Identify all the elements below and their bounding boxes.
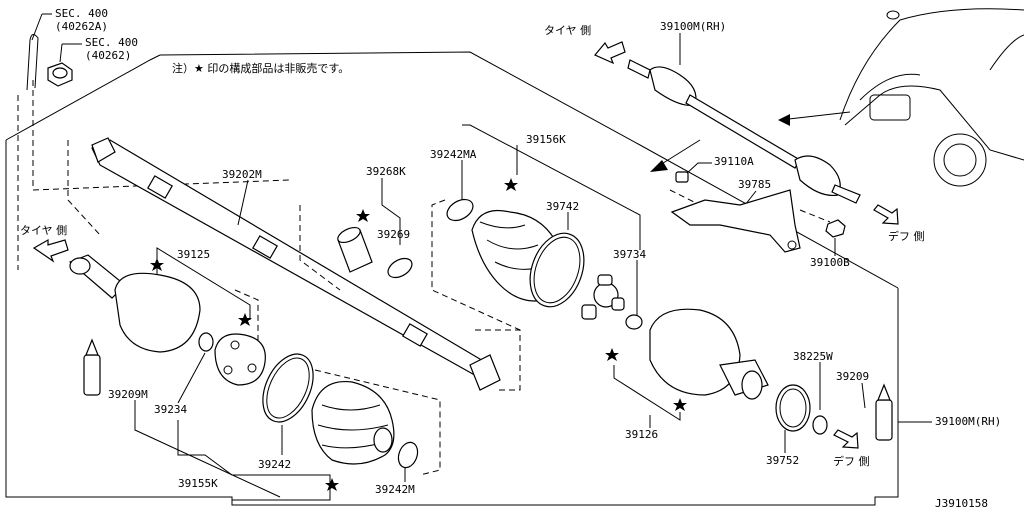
label-39234: 39234 bbox=[154, 403, 187, 416]
label-39242: 39242 bbox=[258, 458, 291, 471]
tire-direction-arrow-left bbox=[32, 238, 69, 263]
diff-side-label-bottom: デフ 側 bbox=[833, 454, 870, 468]
label-39156k: 39156K bbox=[526, 133, 566, 146]
label-39209-right: 39209 bbox=[836, 370, 869, 383]
sec-40262-line2: (40262) bbox=[85, 49, 131, 62]
snap-ring-38225w bbox=[812, 415, 828, 435]
label-39242ma: 39242MA bbox=[430, 148, 477, 161]
sec-40262-line1: SEC. 400 bbox=[85, 36, 138, 49]
label-39785: 39785 bbox=[738, 178, 771, 191]
damper-39268k bbox=[337, 226, 373, 273]
non-sale-star bbox=[238, 313, 252, 326]
label-39269: 39269 bbox=[377, 228, 410, 241]
nut-39100b bbox=[825, 219, 846, 238]
outer-joint bbox=[68, 254, 201, 353]
non-sale-star bbox=[673, 398, 687, 411]
label-39242m: 39242M bbox=[375, 483, 415, 496]
label-39268k: 39268K bbox=[366, 165, 406, 178]
frame-top-left bbox=[5, 54, 161, 141]
diff-direction-arrow-bottom bbox=[833, 429, 859, 449]
band-39242m bbox=[397, 441, 419, 469]
cotter-pin bbox=[26, 34, 39, 91]
complete-axle bbox=[627, 59, 861, 204]
inner-joint-housing bbox=[649, 308, 769, 400]
sec-40262a-line2: (40262A) bbox=[55, 20, 108, 33]
band-39742 bbox=[529, 232, 585, 308]
intermediate-shaft bbox=[91, 137, 501, 391]
label-39202m: 39202M bbox=[222, 168, 262, 181]
label-39742: 39742 bbox=[546, 200, 579, 213]
diff-side-label-right: デフ 側 bbox=[888, 229, 925, 243]
label-39100m-rh-bottom: 39100M(RH) bbox=[935, 415, 1001, 428]
bolt-39110a bbox=[669, 171, 701, 206]
non-sale-star bbox=[325, 478, 339, 491]
diff-direction-arrow-top-left bbox=[650, 139, 701, 172]
sec-40262a-line1: SEC. 400 bbox=[55, 7, 108, 20]
snap-ring-39234 bbox=[198, 332, 214, 352]
vehicle-outline bbox=[839, 8, 1024, 187]
band-39242 bbox=[262, 353, 314, 423]
label-39155k: 39155K bbox=[178, 477, 218, 490]
hub-nut bbox=[47, 62, 73, 87]
bracket-39785 bbox=[670, 189, 801, 253]
label-39126: 39126 bbox=[625, 428, 658, 441]
non-sale-star bbox=[504, 178, 518, 191]
label-39100m-rh-top: 39100M(RH) bbox=[660, 20, 726, 33]
cage-39125 bbox=[214, 333, 266, 386]
boot-outer bbox=[311, 380, 395, 465]
non-sale-star bbox=[356, 209, 370, 222]
label-38225w: 38225W bbox=[793, 350, 833, 363]
tripod-joint bbox=[581, 274, 625, 320]
assembly-frame bbox=[5, 140, 899, 506]
sec-40262a-ref: SEC. 400 (40262A) bbox=[31, 7, 108, 41]
label-39125: 39125 bbox=[177, 248, 210, 261]
label-39734: 39734 bbox=[613, 248, 646, 261]
non-sale-star bbox=[605, 348, 619, 361]
grease-tube-left bbox=[83, 338, 101, 396]
label-39100b: 39100B bbox=[810, 256, 850, 269]
tire-side-label-left: タイヤ 側 bbox=[20, 224, 67, 237]
grease-tube-right bbox=[875, 383, 893, 441]
band-39269 bbox=[387, 257, 413, 279]
non-sale-note: 注）★ 印の構成部品は非販売です。 bbox=[172, 61, 349, 75]
ring-39752 bbox=[775, 384, 811, 432]
center-bearing-arrow bbox=[778, 111, 851, 126]
band-39242ma bbox=[446, 198, 474, 222]
snap-ring-39734 bbox=[625, 314, 643, 330]
diagram-id: J3910158 bbox=[935, 497, 988, 510]
tire-side-label-top: タイヤ 側 bbox=[544, 24, 591, 37]
diff-direction-arrow-right bbox=[873, 204, 899, 225]
label-39110a: 39110A bbox=[714, 155, 754, 168]
sec-40262-ref: SEC. 400 (40262) bbox=[59, 36, 138, 63]
label-39752: 39752 bbox=[766, 454, 799, 467]
label-39209m-left: 39209M bbox=[108, 388, 148, 401]
tire-direction-arrow-top bbox=[594, 41, 626, 65]
